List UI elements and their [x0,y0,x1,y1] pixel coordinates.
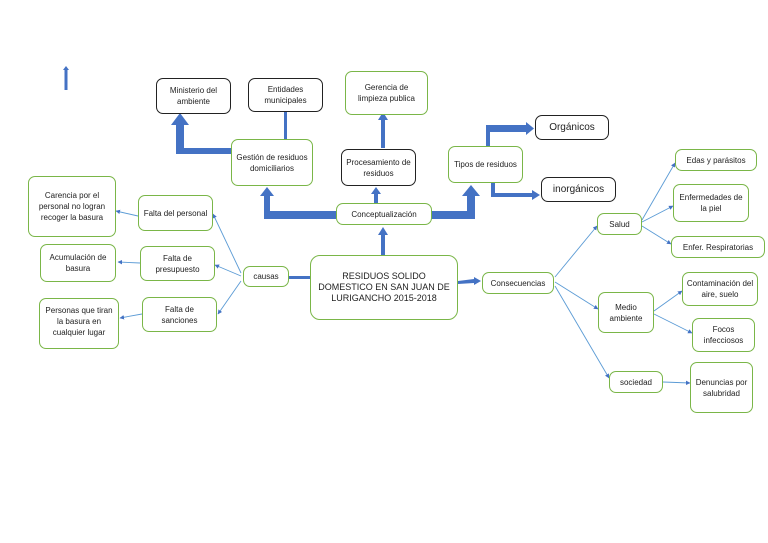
node-conceptualizacion[interactable]: Conceptualización [336,203,432,225]
node-personas-label: Personas que tiran la basura en cualquie… [45,306,113,337]
node-falta-sanciones[interactable]: Falta de sanciones [142,297,217,332]
node-organicos[interactable]: Orgánicos [535,115,609,140]
node-conceptualizacion-label: Conceptualización [351,209,417,219]
node-medio-label: Medio ambiente [609,302,643,323]
arrow-procesamiento-gerencia [378,112,388,148]
node-ministerio[interactable]: Ministerio del ambiente [156,78,231,114]
node-tipos[interactable]: Tipos de residuos [448,146,523,183]
node-entidades[interactable]: Entidades municipales [248,78,323,112]
small-up-arrow [63,66,69,90]
node-falta-sanciones-label: Falta de sanciones [161,304,198,325]
arrow-concept-tipos [431,185,480,219]
node-falta-presupuesto-label: Falta de presupuesto [155,253,200,274]
node-center-label: RESIDUOS SOLIDO DOMESTICO EN SAN JUAN DE… [318,271,450,303]
node-sociedad-label: sociedad [619,377,653,387]
arrow-center-consecuencias [458,277,481,285]
arrow-tipos-organicos [486,122,534,146]
node-carencia-label: Carencia por el personal no logran recog… [38,191,106,222]
node-ministerio-label: Ministerio del ambiente [169,86,218,106]
arrow-center-up [378,227,388,256]
node-consecuencias-label: Consecuencias [490,278,546,288]
node-respiratorias-label: Enfer. Respiratorias [682,242,754,252]
node-tipos-label: Tipos de residuos [454,160,517,169]
node-center[interactable]: RESIDUOS SOLIDO DOMESTICO EN SAN JUAN DE… [310,255,458,320]
node-contaminacion-label: Contaminación del aire, suelo [686,279,754,299]
block-arrows [63,66,540,285]
node-falta-personal-label: Falta del personal [143,208,208,218]
node-carencia[interactable]: Carencia por el personal no logran recog… [28,176,116,237]
node-enfermedades-label: Enfermedades de la piel [679,193,743,213]
node-acumulacion[interactable]: Acumulación de basura [40,244,116,282]
node-denuncias[interactable]: Denuncias por salubridad [690,362,753,413]
node-edas[interactable]: Edas y parásitos [675,149,757,171]
node-falta-personal[interactable]: Falta del personal [138,195,213,231]
node-salud-label: Salud [609,219,630,229]
node-procesamiento-label: Procesamiento de residuos [346,157,411,178]
line-center-causas [288,276,310,279]
node-edas-label: Edas y parásitos [686,155,746,165]
node-respiratorias[interactable]: Enfer. Respiratorias [671,236,765,258]
node-denuncias-label: Denuncias por salubridad [695,377,748,398]
node-gestion[interactable]: Gestión de residuos domiciliarios [231,139,313,186]
node-gestion-label: Gestión de residuos domiciliarios [236,152,308,173]
node-falta-presupuesto[interactable]: Falta de presupuesto [140,246,215,281]
node-causas[interactable]: causas [243,266,289,287]
node-salud[interactable]: Salud [597,213,642,235]
node-procesamiento[interactable]: Procesamiento de residuos [341,149,416,186]
node-acumulacion-label: Acumulación de basura [49,253,107,273]
node-medio[interactable]: Medio ambiente [598,292,654,333]
arrow-concept-procesamiento [371,187,381,205]
node-personas[interactable]: Personas que tiran la basura en cualquie… [39,298,119,349]
arrow-gestion-ministerio [171,113,234,154]
node-focos-label: Focos infecciosos [703,325,744,345]
node-consecuencias[interactable]: Consecuencias [482,272,554,294]
node-focos[interactable]: Focos infecciosos [692,318,755,352]
node-contaminacion[interactable]: Contaminación del aire, suelo [682,272,758,306]
arrow-tipos-inorganicos [491,182,540,200]
node-organicos-label: Orgánicos [549,122,595,133]
node-enfermedades[interactable]: Enfermedades de la piel [673,184,749,222]
thin-connectors [115,162,693,386]
line-gestion-entidades [284,111,287,139]
arrow-concept-gestion [260,187,336,219]
node-inorganicos[interactable]: inorgánicos [541,177,616,202]
node-inorganicos-label: inorgánicos [552,184,605,195]
node-sociedad[interactable]: sociedad [609,371,663,393]
node-causas-label: causas [253,272,279,281]
node-gerencia-label: Gerencia de limpieza publica [358,83,415,103]
node-entidades-label: Entidades municipales [264,85,307,105]
node-gerencia[interactable]: Gerencia de limpieza publica [345,71,428,115]
